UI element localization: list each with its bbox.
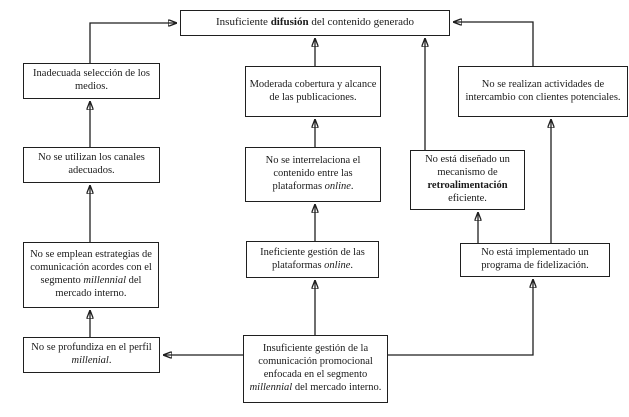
node-label: Insuficiente difusión del contenido gene…	[216, 16, 414, 29]
node-no-mecanismo-retroalimentacion: No está diseñado un mecanismo de retroal…	[410, 150, 525, 210]
node-label: Moderada cobertura y alcance de las publ…	[249, 78, 377, 103]
node-label: No se profundiza en el perfil millenial.	[31, 342, 152, 366]
node-no-actividades-intercambio: No se realizan actividades de intercambi…	[458, 66, 628, 117]
node-ineficiente-gestion-plataformas: Ineficiente gestión de las plataformas o…	[246, 241, 379, 278]
edge-seleccion-to-difusion	[89, 23, 177, 63]
node-label: No se utilizan los canales adecuados.	[38, 152, 145, 176]
node-insuficiente-difusion: Insuficiente difusión del contenido gene…	[180, 10, 450, 36]
node-label: Inadecuada selección de los medios.	[33, 68, 150, 92]
node-label: No se interrelaciona el contenido entre …	[265, 155, 361, 192]
node-inadecuada-seleccion-medios: Inadecuada selección de los medios.	[23, 63, 160, 99]
edge-gestion-to-fidelizacion	[388, 279, 533, 356]
node-no-interrelaciona-contenido: No se interrelaciona el contenido entre …	[245, 147, 381, 202]
node-label: Ineficiente gestión de las plataformas o…	[260, 246, 365, 271]
node-no-canales-adecuados: No se utilizan los canales adecuados.	[23, 147, 160, 183]
node-moderada-cobertura: Moderada cobertura y alcance de las publ…	[245, 66, 381, 117]
edge-actividades-to-difusion	[453, 22, 534, 66]
node-label: Insuficiente gestión de la comunicación …	[249, 343, 382, 393]
node-no-estrategias-comunicacion: No se emplean estrategias de comunicació…	[23, 242, 159, 308]
node-no-programa-fidelizacion: No está implementado un programa de fide…	[460, 243, 610, 277]
node-label: No está implementado un programa de fide…	[481, 247, 589, 271]
node-insuficiente-gestion-comunicacion: Insuficiente gestión de la comunicación …	[243, 335, 388, 403]
node-label: No se realizan actividades de intercambi…	[465, 78, 621, 103]
node-no-profundiza-perfil: No se profundiza en el perfil millenial.	[23, 337, 160, 373]
node-label: No se emplean estrategias de comunicació…	[30, 249, 152, 299]
node-label: No está diseñado un mecanismo de retroal…	[425, 154, 510, 204]
